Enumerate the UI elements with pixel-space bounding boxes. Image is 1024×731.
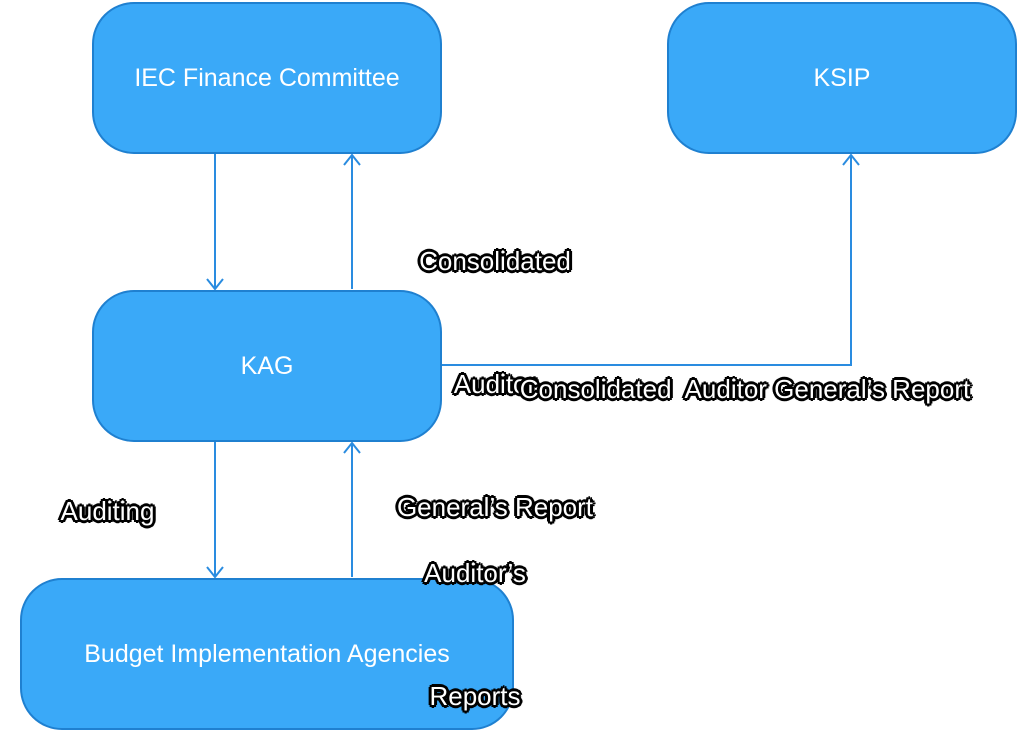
label-line: Reports xyxy=(429,681,521,711)
node-ksip: KSIP xyxy=(667,2,1017,154)
node-budget-implementation-agencies: Budget Implementation Agencies xyxy=(20,578,514,730)
label-line: Auditor’s xyxy=(424,558,526,588)
edge-label-bia-to-kag: Auditor’s Reports xyxy=(400,471,550,731)
edge-label-kag-to-iec: Consolidated Auditor General’s Report xyxy=(370,159,620,569)
label-line: Auditor xyxy=(453,369,537,399)
node-kag: KAG xyxy=(92,290,442,442)
label-line: Consolidated xyxy=(419,246,571,276)
edge-label-kag-to-ksip: Consolidated Auditor General’s Report xyxy=(519,374,971,404)
edge-kag-to-iec xyxy=(343,153,361,289)
edge-label-kag-to-bia: Auditing xyxy=(60,496,155,526)
edge-kag-to-bia xyxy=(206,441,224,579)
edge-kag-to-ksip xyxy=(441,153,860,366)
label-line: General’s Report xyxy=(396,492,594,522)
edge-iec-to-kag xyxy=(206,153,224,291)
node-iec-finance-committee: IEC Finance Committee xyxy=(92,2,442,154)
edge-bia-to-kag xyxy=(343,441,361,577)
